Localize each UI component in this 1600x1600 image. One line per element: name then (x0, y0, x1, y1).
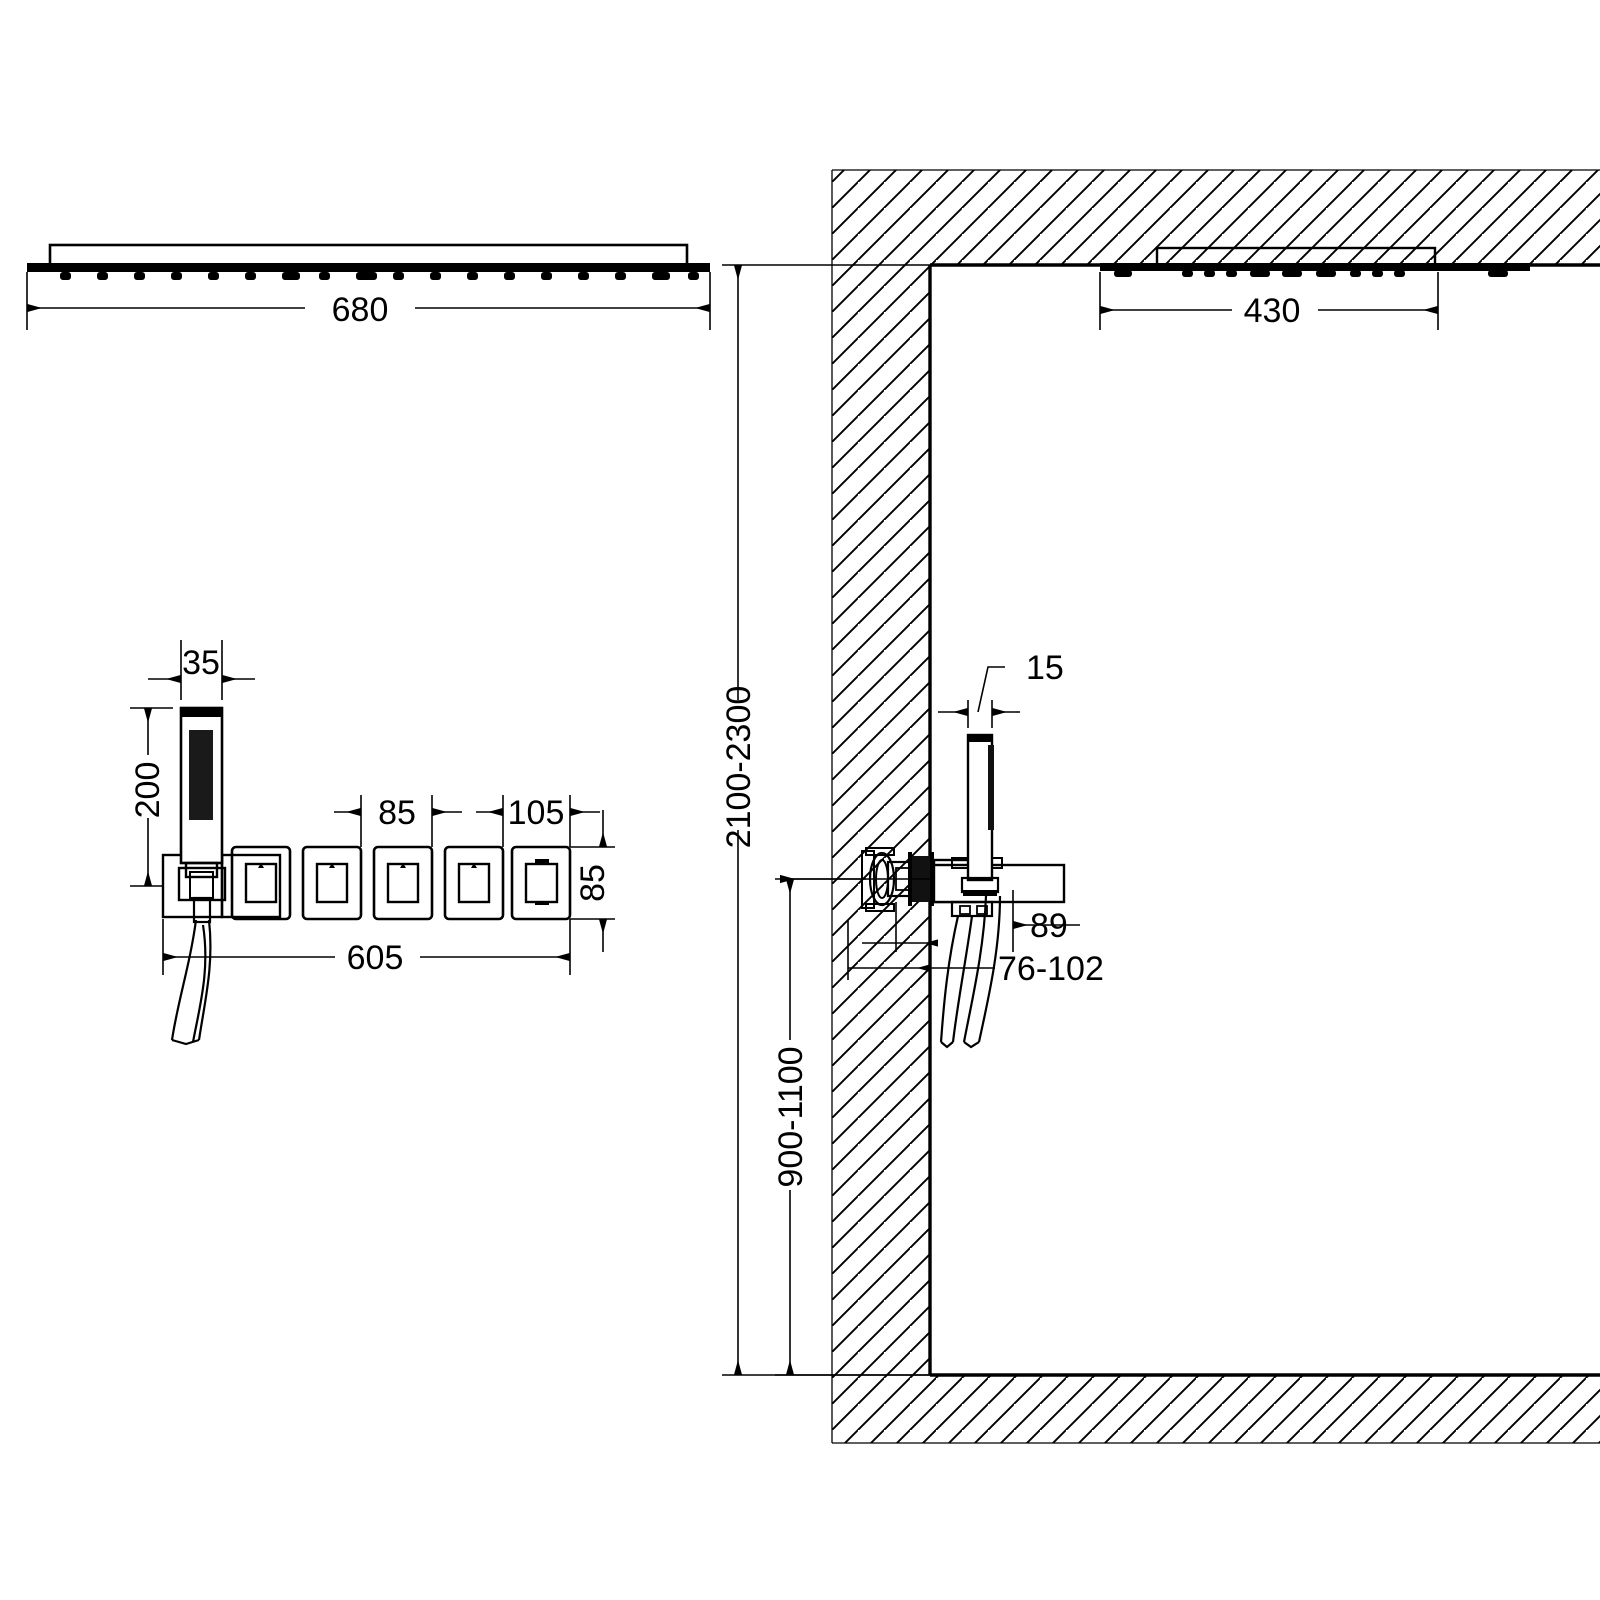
dimension-605 (162, 919, 571, 975)
overhead-shower-front (27, 243, 710, 280)
dimension-76-102 (847, 920, 995, 980)
dimension-900-1100-label: 900-1100 (772, 1046, 810, 1187)
dimension-35-label: 35 (182, 644, 220, 682)
ceiling-slab-hatch (832, 170, 1600, 265)
shower-hoses-side (939, 895, 1002, 1049)
dimension-15 (938, 666, 1020, 728)
shower-nozzles-side (1114, 270, 1508, 277)
valve-plate (372, 845, 434, 921)
thermostat-plate (510, 845, 572, 921)
dimension-680-label: 680 (332, 291, 389, 329)
dimension-105-pitch-label: 105 (508, 794, 565, 832)
dimension-105-pitch (476, 795, 600, 847)
dimension-85-pitch-label: 85 (378, 794, 416, 832)
wall-section-hatch (832, 265, 930, 1375)
valve-plate (443, 845, 505, 921)
wall-thin-edges (831, 169, 1600, 1444)
valve-plate (230, 845, 292, 921)
dimension-200 (130, 707, 173, 887)
dimension-430 (1099, 272, 1439, 330)
dimension-85-height (570, 810, 615, 952)
dimension-89 (862, 890, 1080, 952)
shower-nozzles (60, 272, 699, 280)
dimension-89-label: 89 (1030, 907, 1068, 945)
shower-hose-front (170, 919, 212, 1046)
dimension-430-label: 430 (1244, 292, 1301, 330)
dimension-680 (26, 272, 711, 330)
dimension-85-pitch (334, 795, 462, 847)
dimension-605-label: 605 (347, 939, 404, 977)
dimension-200-label: 200 (129, 762, 167, 819)
floor-slab-hatch (832, 1375, 1600, 1443)
handset-front (177, 706, 227, 924)
dimension-35 (148, 640, 255, 700)
dimension-85-height-label: 85 (574, 864, 612, 902)
valve-plate (301, 845, 363, 921)
valve-plates-front (230, 845, 572, 921)
wall-outline (928, 263, 1600, 1377)
dimension-2100-2300-label: 2100-2300 (720, 686, 758, 849)
overhead-shower-side (1100, 246, 1530, 277)
handset-side (960, 733, 1000, 896)
dimension-76-102-label: 76-102 (998, 950, 1104, 988)
dimension-15-label: 15 (1026, 649, 1064, 687)
